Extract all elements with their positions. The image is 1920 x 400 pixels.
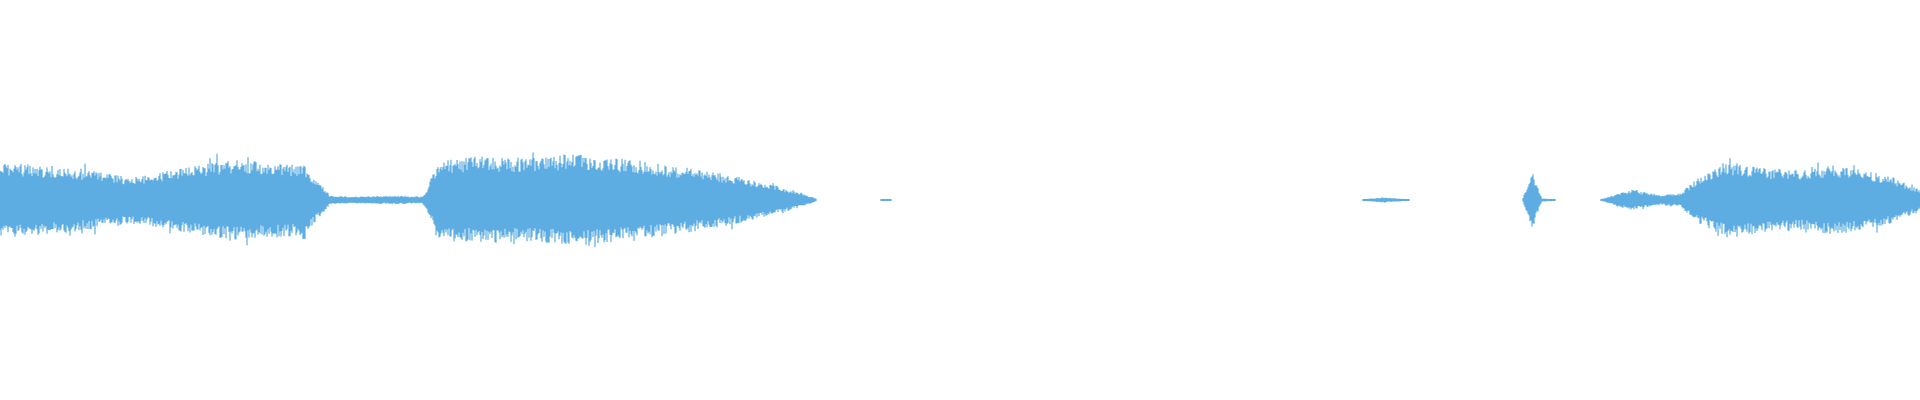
waveform-segment-4 bbox=[880, 199, 892, 201]
waveform-segment-3 bbox=[425, 152, 817, 248]
waveform-bars bbox=[1522, 174, 1556, 227]
waveform-segment-5 bbox=[1362, 197, 1410, 203]
waveform-segment-7 bbox=[1600, 158, 1920, 238]
waveform-bars bbox=[0, 153, 329, 246]
waveform-segment-6 bbox=[1522, 174, 1556, 227]
waveform-segment-2 bbox=[327, 192, 427, 208]
waveform-segment-1 bbox=[0, 153, 329, 246]
waveform-bars bbox=[1600, 158, 1920, 238]
